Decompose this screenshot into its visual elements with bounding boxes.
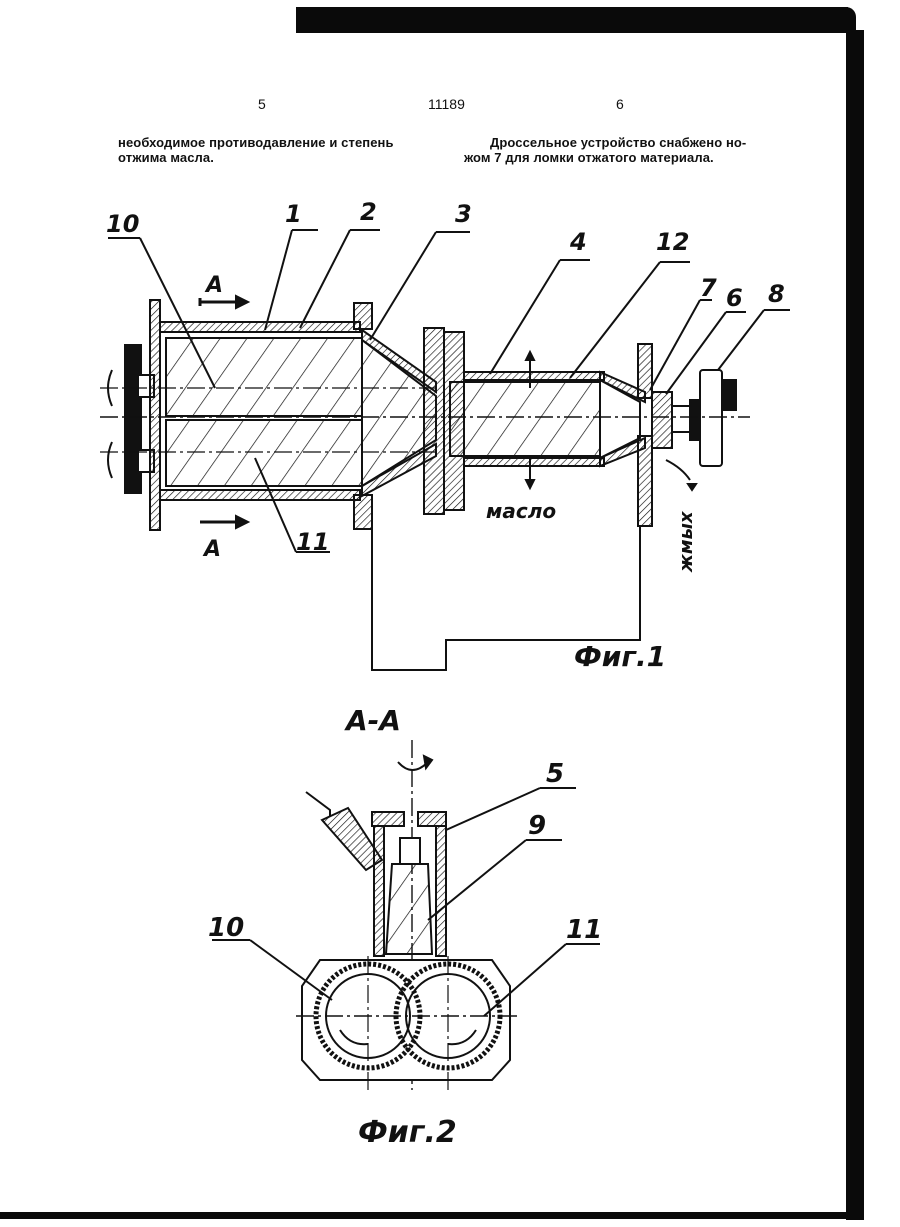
fig1-drawing	[100, 230, 790, 670]
fig1-label-11: 11	[296, 528, 329, 556]
screw-lower	[166, 420, 362, 486]
left-flange	[150, 300, 160, 530]
fig2-caption: Фиг.2	[358, 1115, 457, 1150]
housing-bottom-wall	[160, 490, 360, 500]
fig1-label-4: 4	[569, 228, 587, 256]
fig1-label-3: 3	[455, 200, 472, 228]
collar-left	[424, 328, 444, 514]
perforated-barrel-top	[464, 372, 604, 380]
feed-screw	[386, 864, 432, 954]
fig2-label-10: 10	[208, 913, 244, 943]
section-mark-bottom: А	[202, 537, 221, 562]
oil-label: масло	[486, 499, 556, 523]
fig1-label-6: 6	[726, 284, 743, 312]
fig1-label-8: 8	[768, 280, 785, 308]
fig1-label-2: 2	[360, 198, 377, 226]
feeder-housing-right	[436, 826, 446, 956]
section-mark-top: А	[204, 273, 223, 298]
fig1-label-10: 10	[106, 210, 139, 238]
throttle-device	[652, 392, 672, 448]
fig1-caption: Фиг.1	[574, 640, 666, 673]
perforated-barrel-bottom	[464, 458, 604, 466]
fig2-label-11: 11	[566, 915, 602, 945]
fig2-label-9: 9	[528, 811, 546, 841]
fig1-label-7: 7	[700, 274, 717, 302]
feeder-housing-left	[374, 826, 384, 956]
cake-label: жмых	[676, 510, 697, 573]
adjust-handwheel	[700, 370, 722, 466]
section-title: А-А	[344, 704, 401, 737]
housing-top-wall	[160, 322, 360, 332]
press-screw	[450, 382, 600, 456]
fig2-label-5: 5	[546, 759, 564, 789]
fig1-label-1: 1	[285, 200, 302, 228]
fig1-label-12: 12	[656, 228, 689, 256]
fig2-drawing	[212, 740, 600, 1090]
